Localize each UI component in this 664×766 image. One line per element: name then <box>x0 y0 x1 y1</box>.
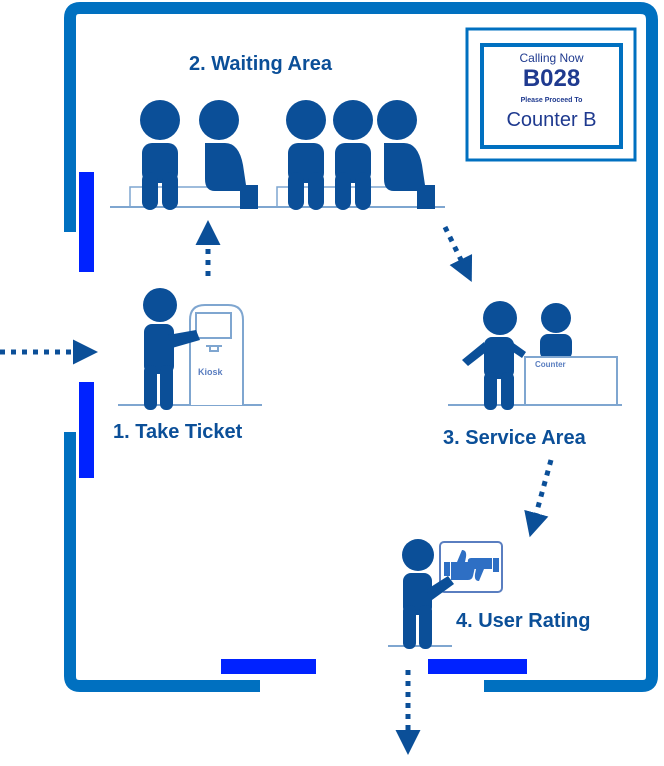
person-at-counter-icon <box>448 301 622 410</box>
calling-sign: Calling Now B028 Please Proceed To Count… <box>482 45 621 147</box>
person-at-kiosk-icon <box>118 288 262 410</box>
thumbs-down-icon <box>467 558 499 581</box>
sign-destination: Counter B <box>506 109 597 131</box>
counter-desk <box>524 356 618 406</box>
room-walls <box>64 2 658 692</box>
wall-top-right <box>64 2 658 692</box>
sign-line1: Calling Now <box>519 51 584 65</box>
door-lower-left <box>79 382 94 478</box>
step-1-label: 1. Take Ticket <box>113 421 243 443</box>
flow-arrows <box>0 220 554 755</box>
kiosk-label: Kiosk <box>198 367 223 377</box>
wall-bottom-left <box>64 432 260 692</box>
person-rating-icon <box>388 539 503 649</box>
sign-inner-frame <box>480 43 623 149</box>
arrow-to-rating <box>524 459 554 538</box>
sign-ticket-number: B028 <box>522 65 581 92</box>
sign-line2: Please Proceed To <box>520 97 583 104</box>
door-bottom-left <box>221 659 316 674</box>
door-bottom-right <box>428 659 527 674</box>
counter-label: Counter <box>535 360 566 369</box>
seated-people-icon <box>110 100 445 210</box>
step-2-label: 2. Waiting Area <box>189 53 332 75</box>
step-4-label: 4. User Rating <box>456 610 591 632</box>
step-3-label: 3. Service Area <box>443 427 586 449</box>
arrow-to-service <box>442 225 473 282</box>
door-upper-left <box>79 172 94 272</box>
thumbs-up-icon <box>444 550 476 580</box>
